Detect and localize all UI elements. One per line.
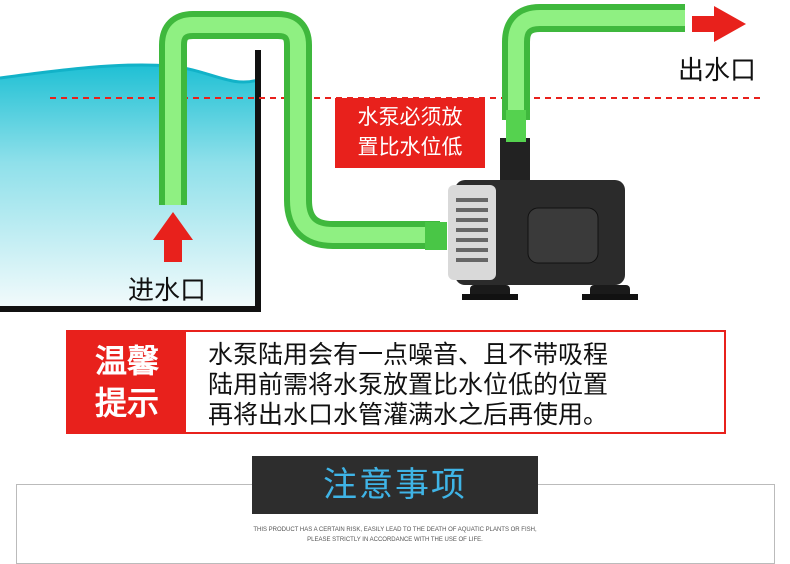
outlet-arrow (692, 6, 746, 42)
tip-box: 温馨 提示 水泵陆用会有一点噪音、且不带吸程 陆用前需将水泵放置比水位低的位置 … (66, 330, 726, 434)
notice-title: 注意事项 (252, 456, 538, 514)
tip-heading: 温馨 提示 (68, 332, 186, 432)
warning-line-2: 置比水位低 (357, 135, 463, 159)
notice-english-line-2: PLEASE STRICTLY IN ACCORDANCE WITH THE U… (307, 537, 483, 543)
inlet-label: 进水口 (128, 276, 207, 306)
outlet-hose (502, 4, 685, 120)
tank-bottom (0, 306, 261, 312)
tank-wall (255, 50, 261, 312)
tip-line: 水泵陆用会有一点噪音、且不带吸程 (208, 340, 609, 369)
water-area (0, 64, 258, 310)
outlet-label: 出水口 (678, 56, 757, 86)
tip-line: 再将出水口水管灌满水之后再使用。 (208, 400, 609, 429)
warning-box: 水泵必须放 置比水位低 (335, 98, 485, 168)
pump (425, 110, 638, 300)
inlet-arrow (153, 212, 193, 262)
tip-heading-line-2: 提示 (94, 384, 159, 422)
pump-installation-diagram (0, 4, 760, 312)
notice-english-line-1: THIS PRODUCT HAS A CERTAIN RISK, EASILY … (253, 527, 537, 533)
tip-heading-line-1: 温馨 (94, 342, 159, 380)
tip-text: 水泵陆用会有一点噪音、且不带吸程 陆用前需将水泵放置比水位低的位置 再将出水口水… (208, 340, 718, 430)
warning-line-1: 水泵必须放 (357, 105, 463, 129)
tip-line: 陆用前需将水泵放置比水位低的位置 (208, 370, 609, 399)
